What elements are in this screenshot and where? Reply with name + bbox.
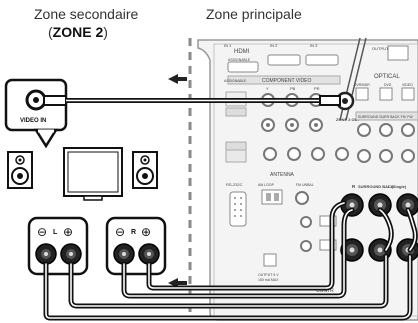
right-speaker-terminal-box: ⊖ R ⊕ [105,216,167,276]
am-loop-label: AM LOOP [258,183,275,187]
output-ma-label: 150 mA MAX [258,278,279,282]
surround-back-label: SURROUND BACK [358,184,394,189]
left-arrow-icon [168,74,187,84]
surround-row-label: SURROUND SURR BACK FH/ FW [358,115,413,119]
fm-unbal-label: FM UNBAL [296,183,314,187]
plus-icon: ⊕ [63,225,73,239]
hdmi-port [227,61,259,73]
video-in-label: VIDEO IN [20,118,46,124]
secondary-zone-heading: Zone secondaire [34,6,139,22]
zone2-subheading: (ZONE 2) [48,24,108,40]
output-5v-label: OUTPUT 5 V [258,273,279,277]
antenna-section: ANTENNA AM LOOP FM UNBAL RS-232C [226,172,314,205]
tv-video-input-box: VIDEO IN [4,78,68,149]
channel-r-label: R [131,229,136,236]
y-label: Y [266,86,269,91]
minus-icon: ⊖ [37,225,47,239]
channel-l-label: L [53,229,58,236]
output-label: OUTPUT [372,46,389,51]
video-cable [43,95,341,106]
zone2-open-paren: ( [48,24,53,40]
hdmi-in2-label: IN 2 [270,43,278,48]
plus-icon: ⊕ [141,225,151,239]
hdmi-port [267,54,301,66]
tv-icon [63,147,123,201]
zone2-close-paren: ) [103,24,108,40]
antenna-label: ANTENNA [270,172,295,178]
hdmi-section: HDMI ASSIGNABLE IN 2 IN 3 IN 1 [224,43,339,73]
optical-label: OPTICAL [374,74,400,80]
surround-back-l-label: L (Single) [388,184,407,189]
rs232c-port [229,191,247,227]
hdmi-sub-label: ASSIGNABLE [228,58,251,62]
pr-label: PR [314,86,320,91]
usb-port [263,253,277,267]
dvr-bdr-label: DVR/BDR [354,83,370,87]
hdmi-in3-label: IN 3 [310,43,318,48]
left-speaker-icon [7,151,33,189]
hdmi-port [305,54,339,66]
preout-jacks [357,123,415,163]
zone2-name: ZONE 2 [52,24,104,40]
audio-jack-row [225,141,349,163]
zone2-out-label: ZONE 2 OUT [336,117,361,122]
left-speaker-terminal-box: ⊖ L ⊕ [27,216,89,276]
main-zone-heading: Zone principale [206,6,302,22]
right-speaker-icon [132,151,158,189]
video-label: VIDEO [402,83,413,87]
surround-back-r-label: R [352,184,356,189]
minus-icon: ⊖ [115,225,125,239]
misc-jacks [300,215,337,252]
rs232c-label: RS-232C [226,182,243,187]
hdmi-in1-label: IN 1 [224,43,232,48]
dvd-label: DVD [384,83,392,87]
optical-section: OUTPUT OPTICAL DVR/BDR DVD VIDEO [354,45,415,101]
component-video-label: COMPONENT VIDEO [262,78,311,84]
speaker-wires [43,200,418,321]
assignable-label: ASSIGNABLE [224,79,247,83]
hdmi-label: HDMI [234,49,250,55]
control-label: CONTR [316,288,334,294]
pb-label: PB [290,86,296,91]
